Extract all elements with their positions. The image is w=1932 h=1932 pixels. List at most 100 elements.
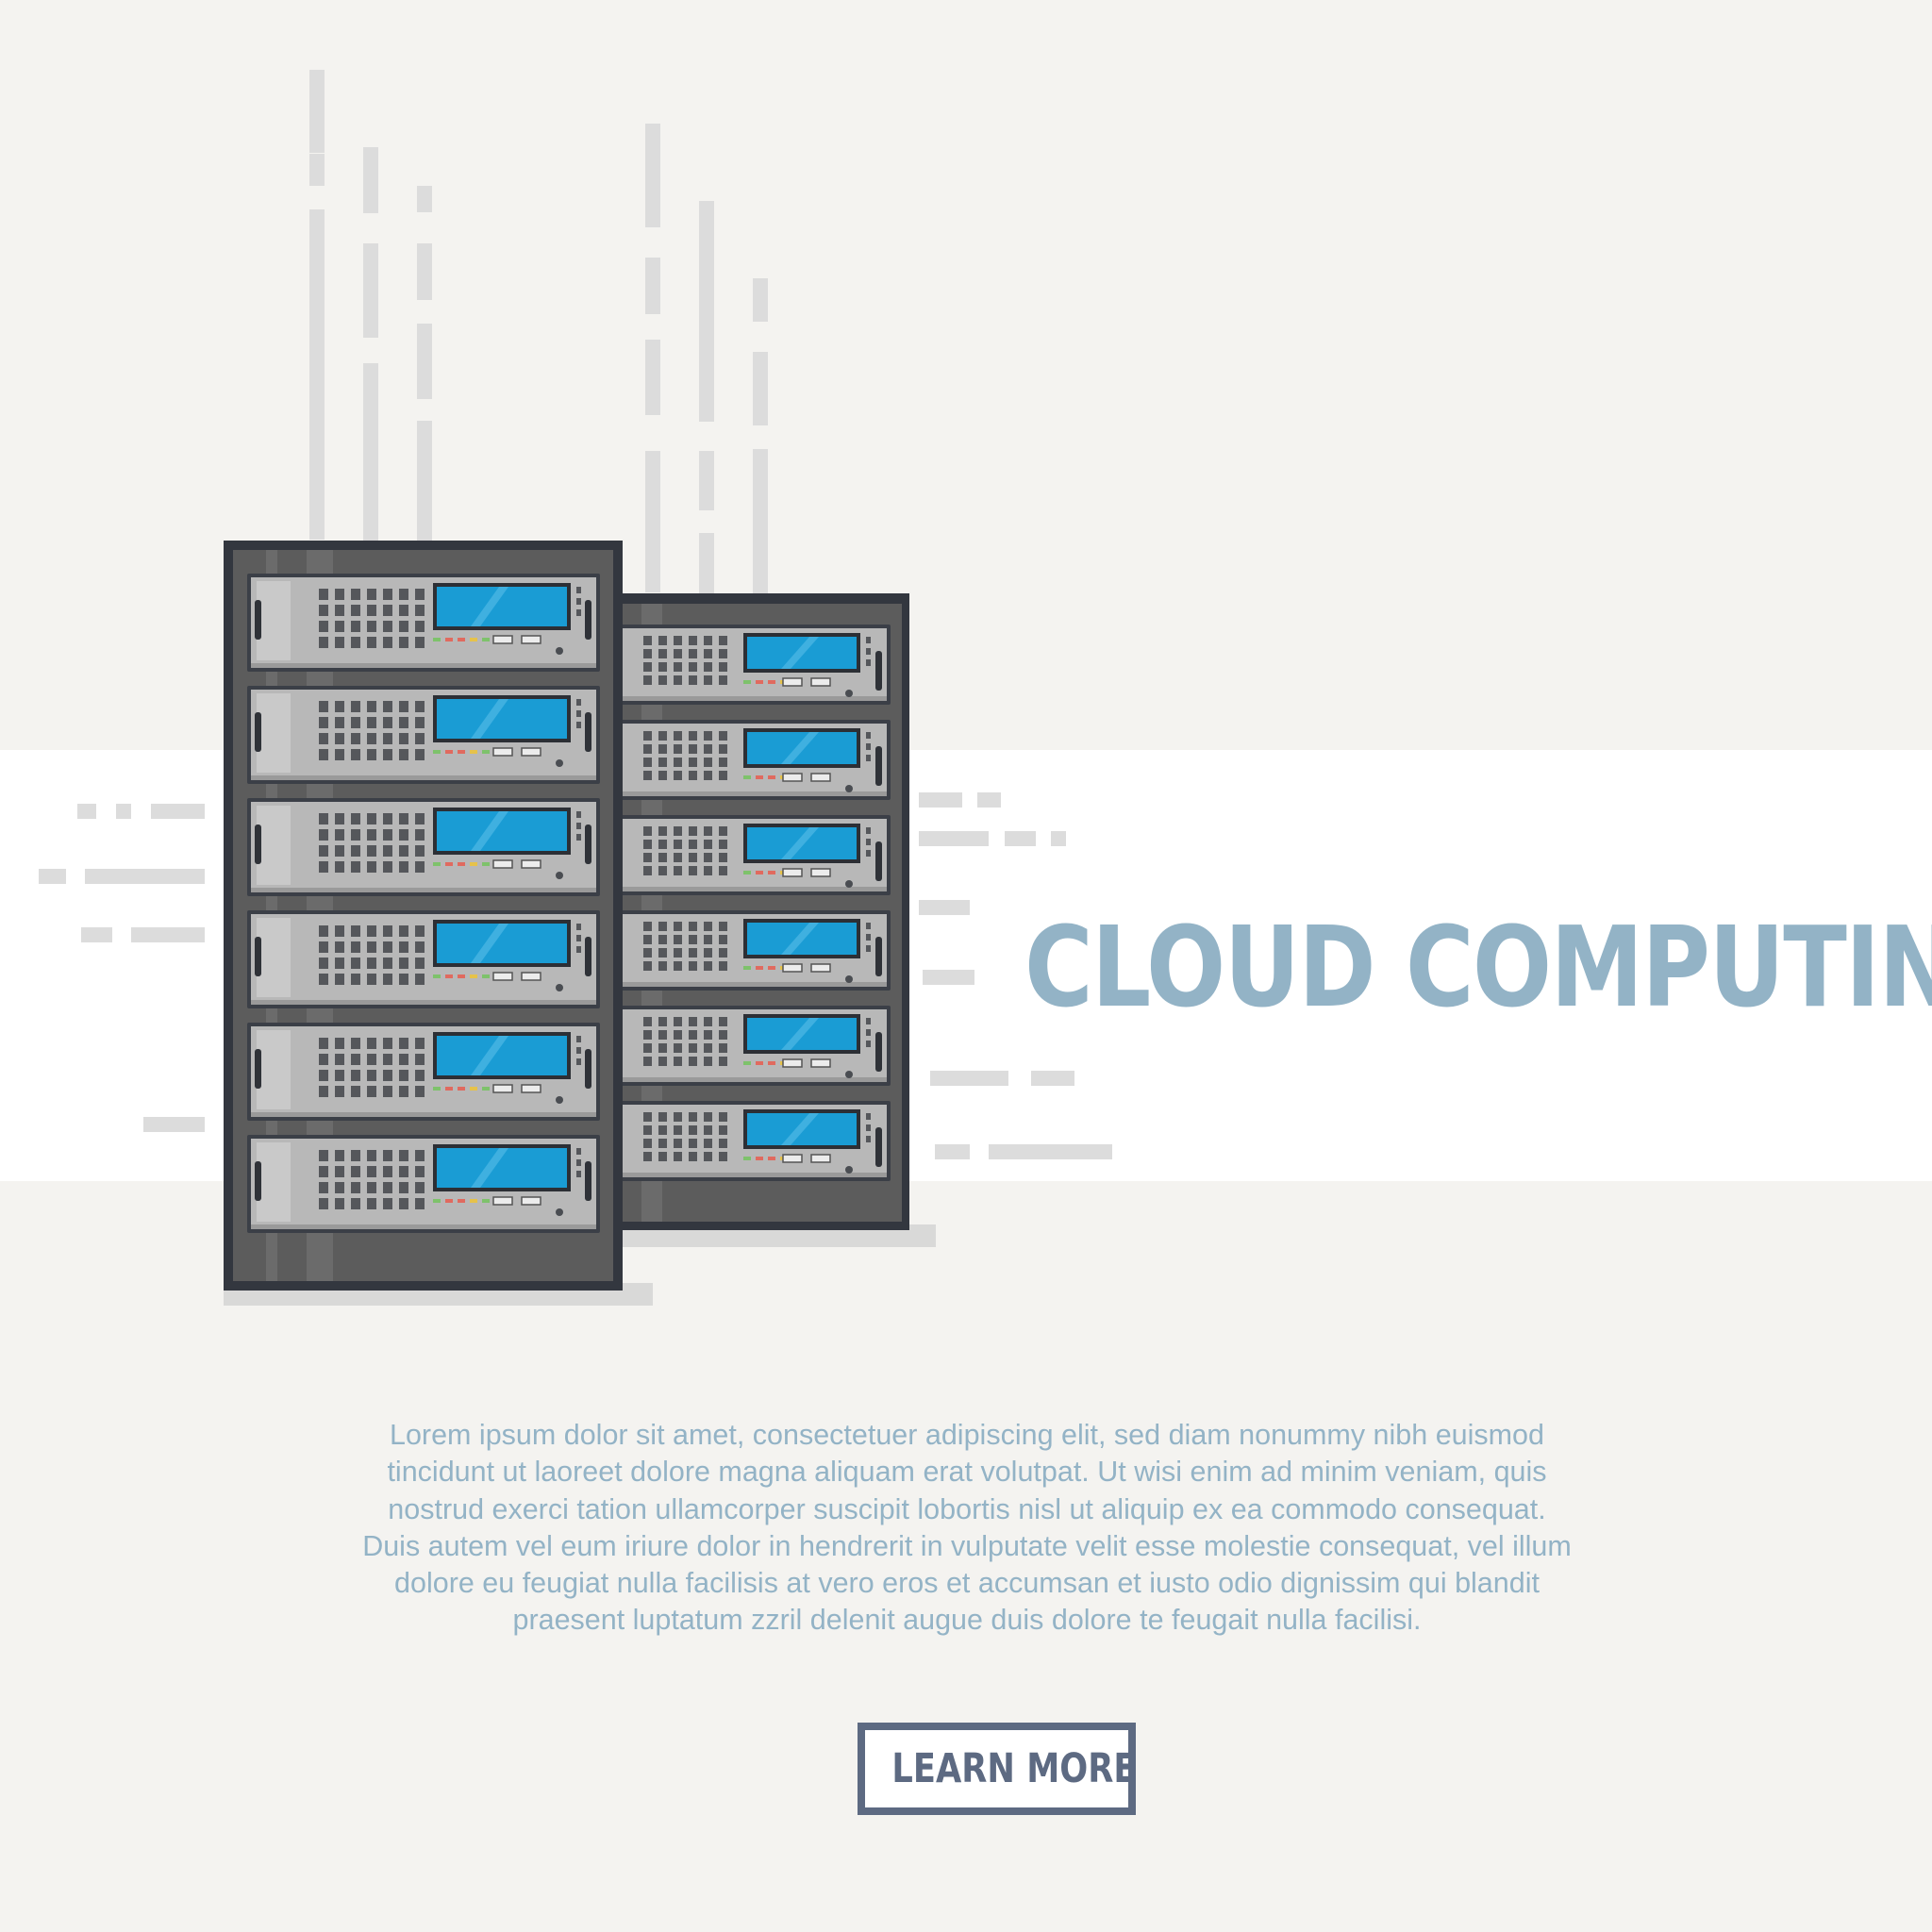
unit-side-panel	[257, 1142, 291, 1222]
status-led-icon	[743, 1157, 751, 1160]
vent-slot	[704, 853, 712, 862]
unit-bottom-edge	[619, 696, 887, 701]
stream-segment	[363, 243, 378, 338]
vent-slot	[335, 1070, 344, 1081]
vent-slot	[383, 845, 392, 857]
indicator-dot	[576, 699, 581, 706]
stream-segment	[919, 831, 989, 846]
vent-slot	[399, 974, 408, 985]
vent-slot	[415, 813, 425, 824]
port-icon	[810, 868, 831, 877]
vent-slot	[658, 1030, 667, 1040]
indicator-dot	[576, 710, 581, 717]
server-unit	[615, 625, 891, 705]
vent-slot	[367, 605, 376, 616]
port-icon	[521, 972, 541, 981]
learn-more-button[interactable]: LEARN MORE	[858, 1723, 1137, 1815]
vent-slot	[319, 925, 328, 937]
vent-slot	[319, 621, 328, 632]
vent-slot	[415, 958, 425, 969]
vent-slot	[658, 649, 667, 658]
vent-slot	[658, 826, 667, 836]
vent-slot	[674, 935, 682, 944]
vent-slot	[399, 1150, 408, 1161]
vent-slot	[643, 922, 652, 931]
vent-slot	[658, 935, 667, 944]
vent-slot	[335, 1054, 344, 1065]
vent-slot	[319, 717, 328, 728]
status-led-icon	[470, 1199, 477, 1203]
vent-slot	[319, 958, 328, 969]
vent-slot	[689, 1139, 697, 1148]
status-led-icon	[445, 974, 453, 978]
vent-slot	[399, 589, 408, 600]
vent-slot	[689, 1057, 697, 1066]
vent-slot	[643, 1030, 652, 1040]
unit-bottom-edge	[251, 1000, 596, 1005]
vent-slot	[689, 771, 697, 780]
vent-slot	[383, 925, 392, 937]
port-icon	[782, 1058, 803, 1068]
indicator-dot	[576, 1058, 581, 1065]
vent-slot	[719, 866, 727, 875]
vent-slot	[319, 829, 328, 841]
server-unit	[247, 1023, 600, 1121]
vent-slot	[704, 1043, 712, 1053]
vent-slot	[658, 675, 667, 685]
vent-slot	[704, 675, 712, 685]
vent-slot	[658, 758, 667, 767]
vent-slot	[674, 840, 682, 849]
indicator-dot	[866, 850, 871, 857]
status-led-icon	[445, 1199, 453, 1203]
vent-slot	[704, 731, 712, 741]
vent-slot	[399, 1086, 408, 1097]
vent-slot	[674, 853, 682, 862]
handle-icon	[255, 600, 261, 640]
status-led-icon	[768, 680, 775, 684]
vent-slot	[399, 733, 408, 744]
vent-slot	[658, 1112, 667, 1122]
vent-slot	[399, 861, 408, 873]
vent-slot	[351, 621, 360, 632]
vent-slot	[351, 1038, 360, 1049]
vent-slot	[643, 771, 652, 780]
vent-slot	[704, 961, 712, 971]
vent-slot	[689, 649, 697, 658]
status-led-icon	[743, 1061, 751, 1065]
vent-slot	[674, 771, 682, 780]
vent-slot	[719, 1125, 727, 1135]
handle-icon	[875, 1032, 882, 1072]
vent-slot	[674, 961, 682, 971]
vent-slot	[719, 1112, 727, 1122]
indicator-dot	[576, 935, 581, 941]
status-led-icon	[768, 871, 775, 874]
vent-slot	[399, 701, 408, 712]
vent-slot	[335, 1198, 344, 1209]
status-led-icon	[482, 862, 490, 866]
vent-slot	[704, 1017, 712, 1026]
vent-slot	[415, 845, 425, 857]
vent-slot	[351, 1166, 360, 1177]
vent-slot	[351, 701, 360, 712]
vent-slot	[643, 731, 652, 741]
handle-icon	[585, 824, 591, 864]
vent-slot	[415, 717, 425, 728]
status-led-icon	[433, 862, 441, 866]
vent-slot	[319, 861, 328, 873]
vent-slot	[367, 1086, 376, 1097]
stream-segment	[1031, 1071, 1074, 1086]
status-led-icon	[458, 1087, 465, 1091]
vent-slot	[658, 961, 667, 971]
server-unit	[615, 1101, 891, 1181]
port-icon	[782, 1154, 803, 1163]
indicator-dot	[866, 1041, 871, 1047]
indicator-dot	[576, 1171, 581, 1177]
stream-segment	[1051, 831, 1066, 846]
vent-slot	[383, 621, 392, 632]
vent-slot	[704, 826, 712, 836]
vent-slot	[704, 866, 712, 875]
vent-slot	[689, 636, 697, 645]
vent-slot	[335, 958, 344, 969]
vent-slot	[319, 1086, 328, 1097]
vent-slot	[399, 637, 408, 648]
